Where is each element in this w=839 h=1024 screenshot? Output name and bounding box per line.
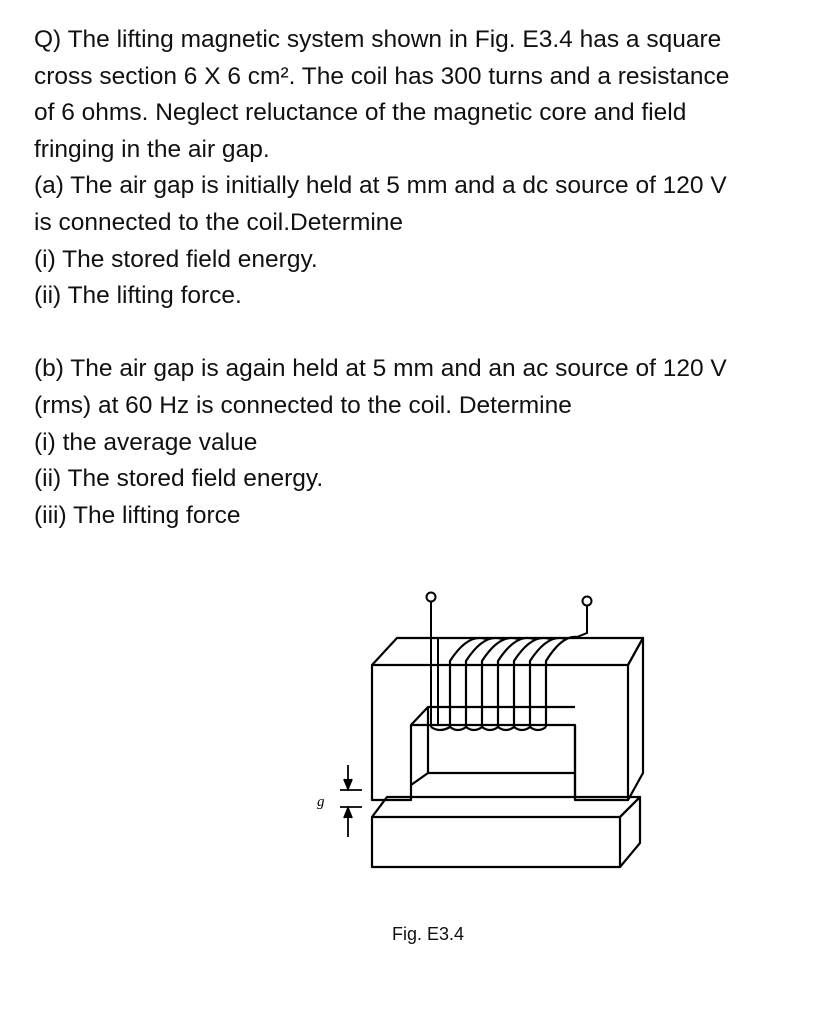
question-line: cross section 6 X 6 cm². The coil has 30… [34,62,730,90]
part-a-line: (a) The air gap is initially held at 5 m… [34,172,727,200]
armature-front [370,815,622,869]
magnet-core-front [370,663,630,802]
coil-windings [430,635,578,732]
part-a-item: (i) The stored field energy. [34,245,318,273]
coil-terminal-left [425,591,437,603]
coil-leads [425,591,593,727]
question-line: of 6 ohms. Neglect reluctance of the mag… [34,99,687,127]
magnet-core-top [371,636,645,666]
question-text: Q) The lifting magnetic system shown in … [34,22,824,534]
part-b-item: (i) the average value [34,428,258,456]
armature-side [619,795,642,868]
part-b-item: (iii) The lifting force [34,501,241,529]
question-line: Q) The lifting magnetic system shown in … [34,26,722,53]
part-b-line: (rms) at 60 Hz is connected to the coil.… [34,391,572,419]
part-b-item: (ii) The stored field energy. [34,465,324,493]
figure-caption: Fig. E3.4 [392,924,465,944]
part-a-line: is connected to the coil.Determine [34,208,404,236]
magnet-core-side [627,636,645,801]
part-a-item: (ii) The lifting force. [34,282,242,310]
part-b-line: (b) The air gap is again held at 5 mm an… [34,355,727,383]
lifting-magnet-figure: g [300,575,660,875]
question-line: fringing in the air gap. [34,135,270,163]
paragraph-gap [34,315,824,352]
coil-terminal-right [581,595,593,607]
air-gap-dimension [340,765,362,837]
air-gap-label: g [317,794,325,810]
magnet-diagram: g [317,591,645,869]
